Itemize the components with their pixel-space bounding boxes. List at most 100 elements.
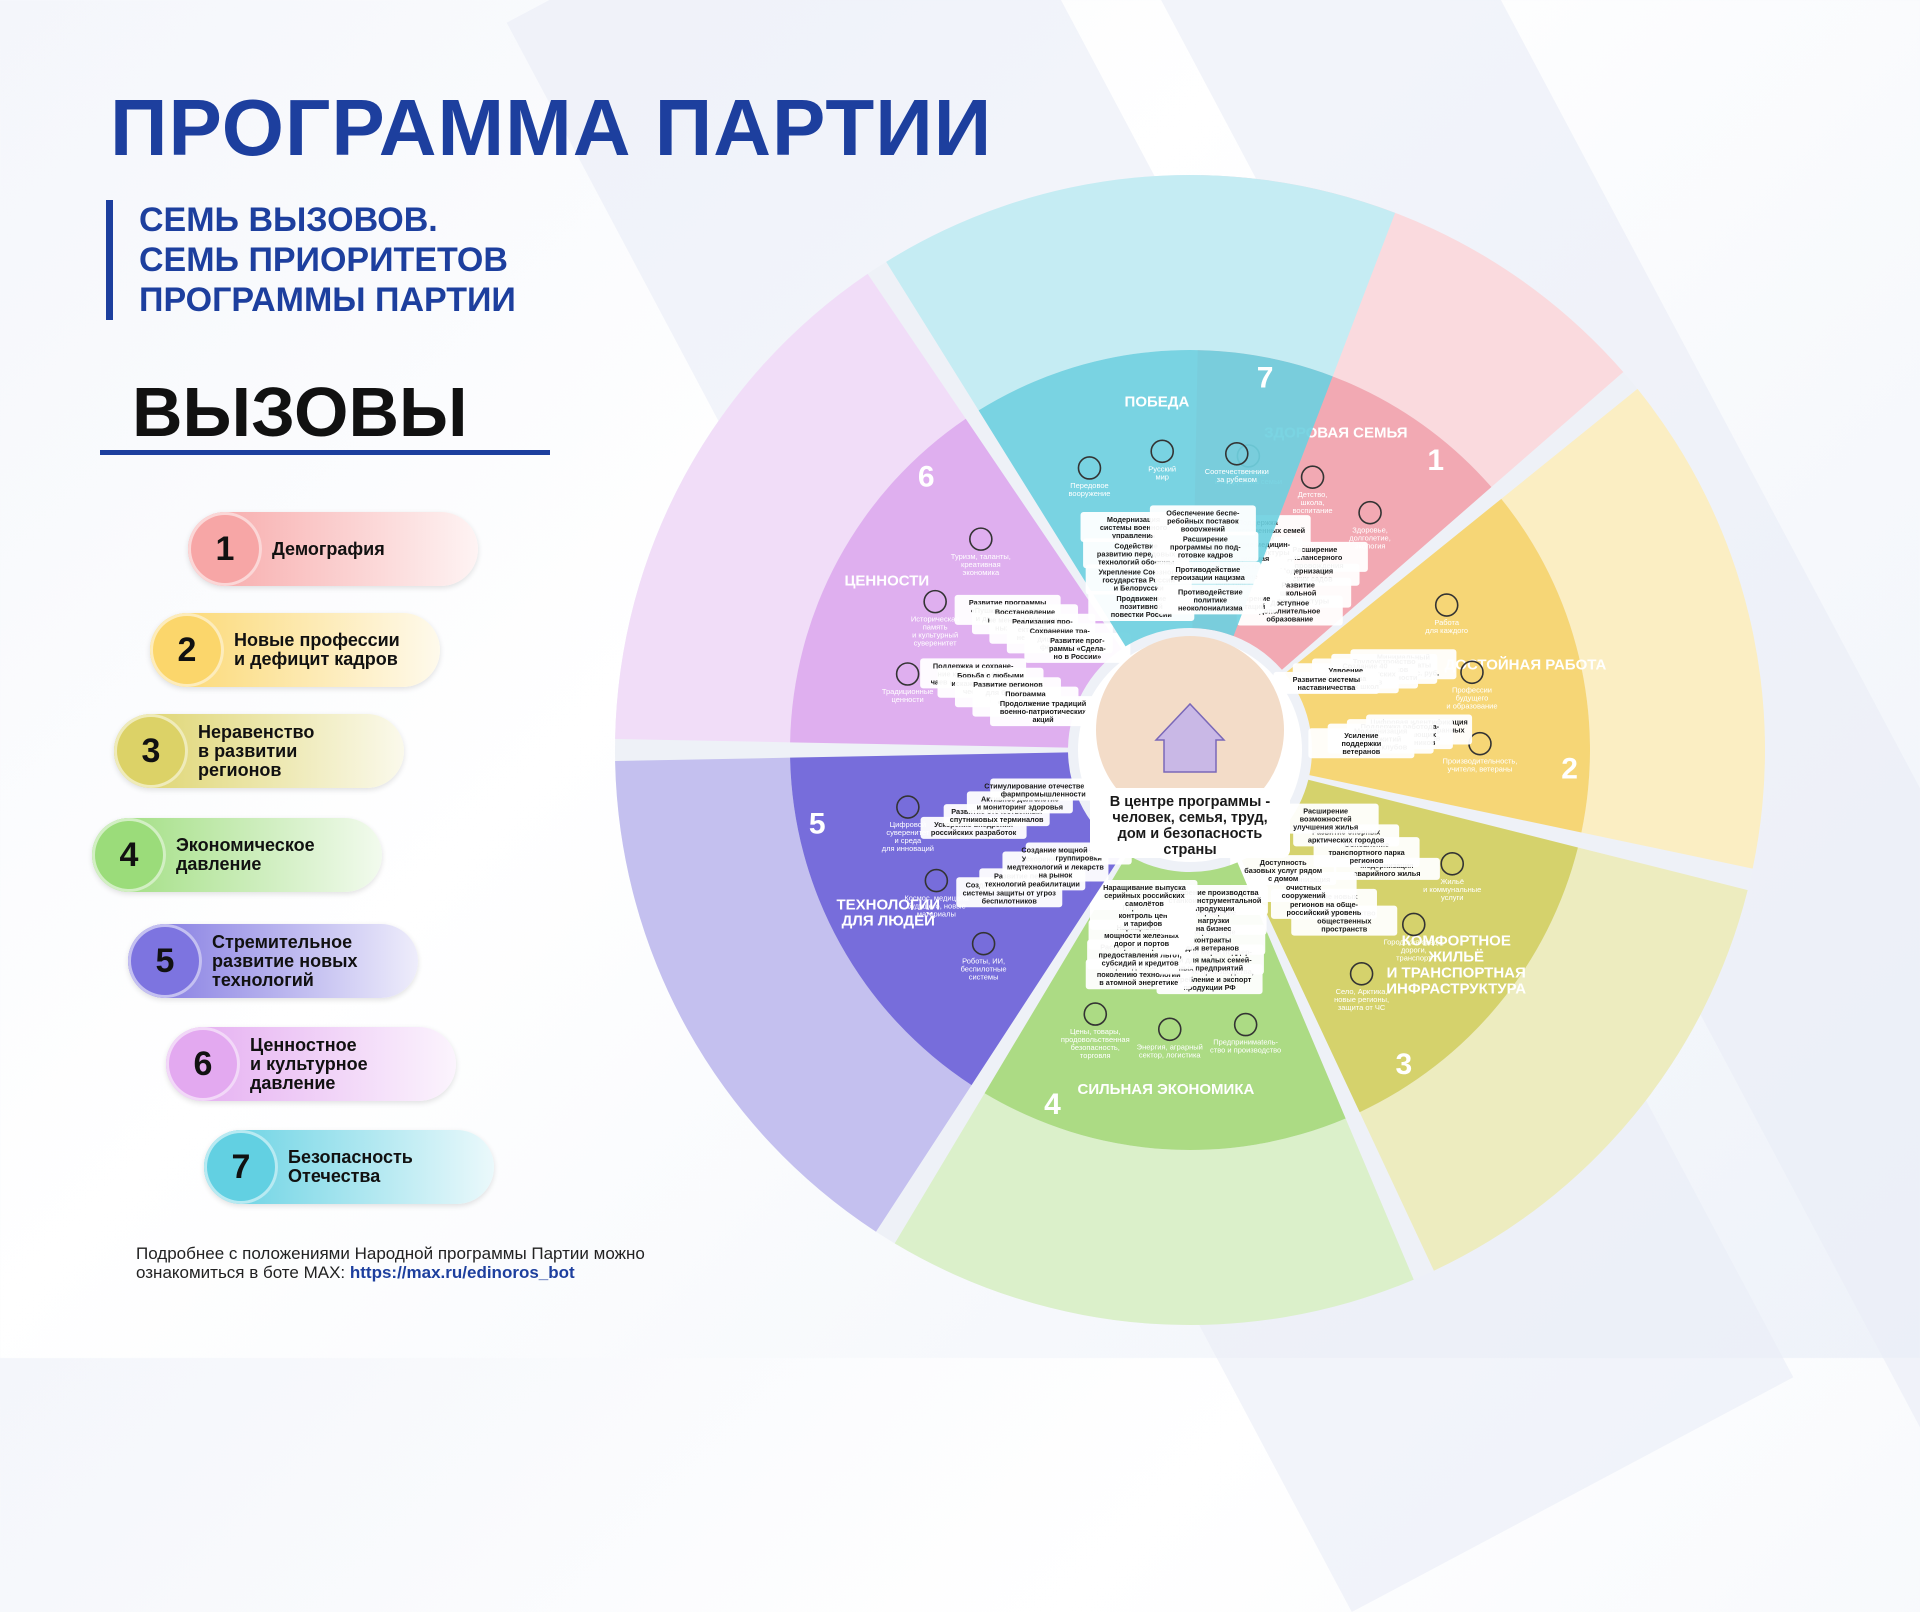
topic-icon	[1300, 465, 1325, 489]
subtitle-line: СЕМЬ ПРИОРИТЕТОВ	[139, 241, 508, 279]
topic-icon	[896, 795, 920, 819]
bot-link[interactable]: https://max.ru/edinoros_bot	[349, 1263, 575, 1282]
topic-icon	[1150, 439, 1175, 464]
topic-icon	[924, 868, 949, 893]
sector-number: 7	[1257, 361, 1274, 394]
topic-caption: Село, Арктика,новые регионы,защита от ЧС	[1334, 987, 1389, 1012]
topic-icon	[1349, 961, 1374, 986]
priority-item-box	[1157, 584, 1264, 615]
center-text: В центре программы -человек, семья, труд…	[1110, 794, 1271, 858]
challenge-number: 2	[150, 613, 224, 687]
challenge-number: 6	[166, 1027, 240, 1101]
topic-icon	[923, 589, 947, 614]
priority-sector: 4 СИЛЬНАЯ ЭКОНОМИКА Предпринимatель-ство и…	[894, 854, 1414, 1325]
sector-illustration-band	[1359, 847, 1748, 1271]
priority-item-box	[990, 778, 1097, 801]
sector-number: 1	[1427, 444, 1444, 477]
topic-caption: Здоровье,долголетие,экология	[1349, 526, 1391, 551]
sector-illustration-band	[615, 757, 972, 1232]
house-icon	[1154, 702, 1226, 773]
priority-item-box	[1230, 855, 1337, 886]
challenge-label: Стремительное развитие новых технологий	[212, 931, 358, 990]
center-text-box	[1090, 788, 1290, 858]
challenge-label: Неравенство в развитии регионов	[198, 721, 315, 780]
heading-underline	[100, 450, 550, 455]
sector-title: СИЛЬНАЯ ЭКОНОМИКА	[1078, 1081, 1255, 1098]
topic-caption: Городская среда,дороги,транспорт	[1384, 937, 1444, 962]
sector-illustration-band	[894, 1093, 1414, 1325]
sector-panel	[790, 752, 1124, 1086]
challenge-label: Ценностное и культурное давление	[250, 1034, 368, 1093]
sector-illustration-band	[615, 273, 966, 743]
sector-title: ЦЕННОСТИ	[844, 572, 929, 589]
subtitle-line: ПРОГРАММЫ ПАРТИИ	[139, 281, 516, 319]
sector-title: ДОСТОЙНАЯ РАБОТА	[1445, 655, 1607, 673]
priority-item-box	[1272, 803, 1379, 834]
priority-item-box	[1091, 880, 1198, 911]
topic-icon	[1157, 1017, 1182, 1042]
priority-item-box	[1273, 671, 1380, 694]
topic-icon	[1460, 660, 1484, 685]
challenges-heading: ВЫЗОВЫ	[132, 373, 468, 451]
challenge-number: 3	[114, 714, 188, 788]
subtitle-line: СЕМЬ ВЫЗОВОВ.	[139, 201, 438, 239]
sector-number: 4	[1044, 1088, 1061, 1121]
topic-icon	[895, 662, 920, 686]
sector-panel	[790, 418, 1122, 748]
challenge-label: Безопасность Отечества	[288, 1147, 413, 1186]
topic-caption: Детство,школа,воспитание	[1293, 490, 1333, 515]
sector-number: 3	[1395, 1048, 1412, 1081]
priority-item-box	[1308, 728, 1415, 759]
footer-text: Подробнее с положениями Народной програм…	[136, 1244, 645, 1282]
priority-item-box	[1024, 632, 1131, 663]
subtitle-block: СЕМЬ ВЫЗОВОВ. СЕМЬ ПРИОРИТЕТОВ ПРОГРАММЫ…	[106, 200, 516, 320]
challenge-number: 4	[92, 818, 166, 892]
challenge-item: 7 Безопасность Отечества	[204, 1130, 494, 1204]
topic-icon	[1083, 1002, 1108, 1026]
priority-item-box	[1149, 505, 1256, 536]
topic-icon	[971, 931, 996, 956]
topic-icon	[1440, 852, 1465, 876]
challenge-number: 1	[188, 512, 262, 586]
challenge-label: Демография	[272, 538, 385, 559]
challenge-number: 7	[204, 1130, 278, 1204]
topic-caption: Предпринимatель-ство и производство	[1210, 1038, 1281, 1055]
topic-icon	[1233, 1012, 1258, 1037]
